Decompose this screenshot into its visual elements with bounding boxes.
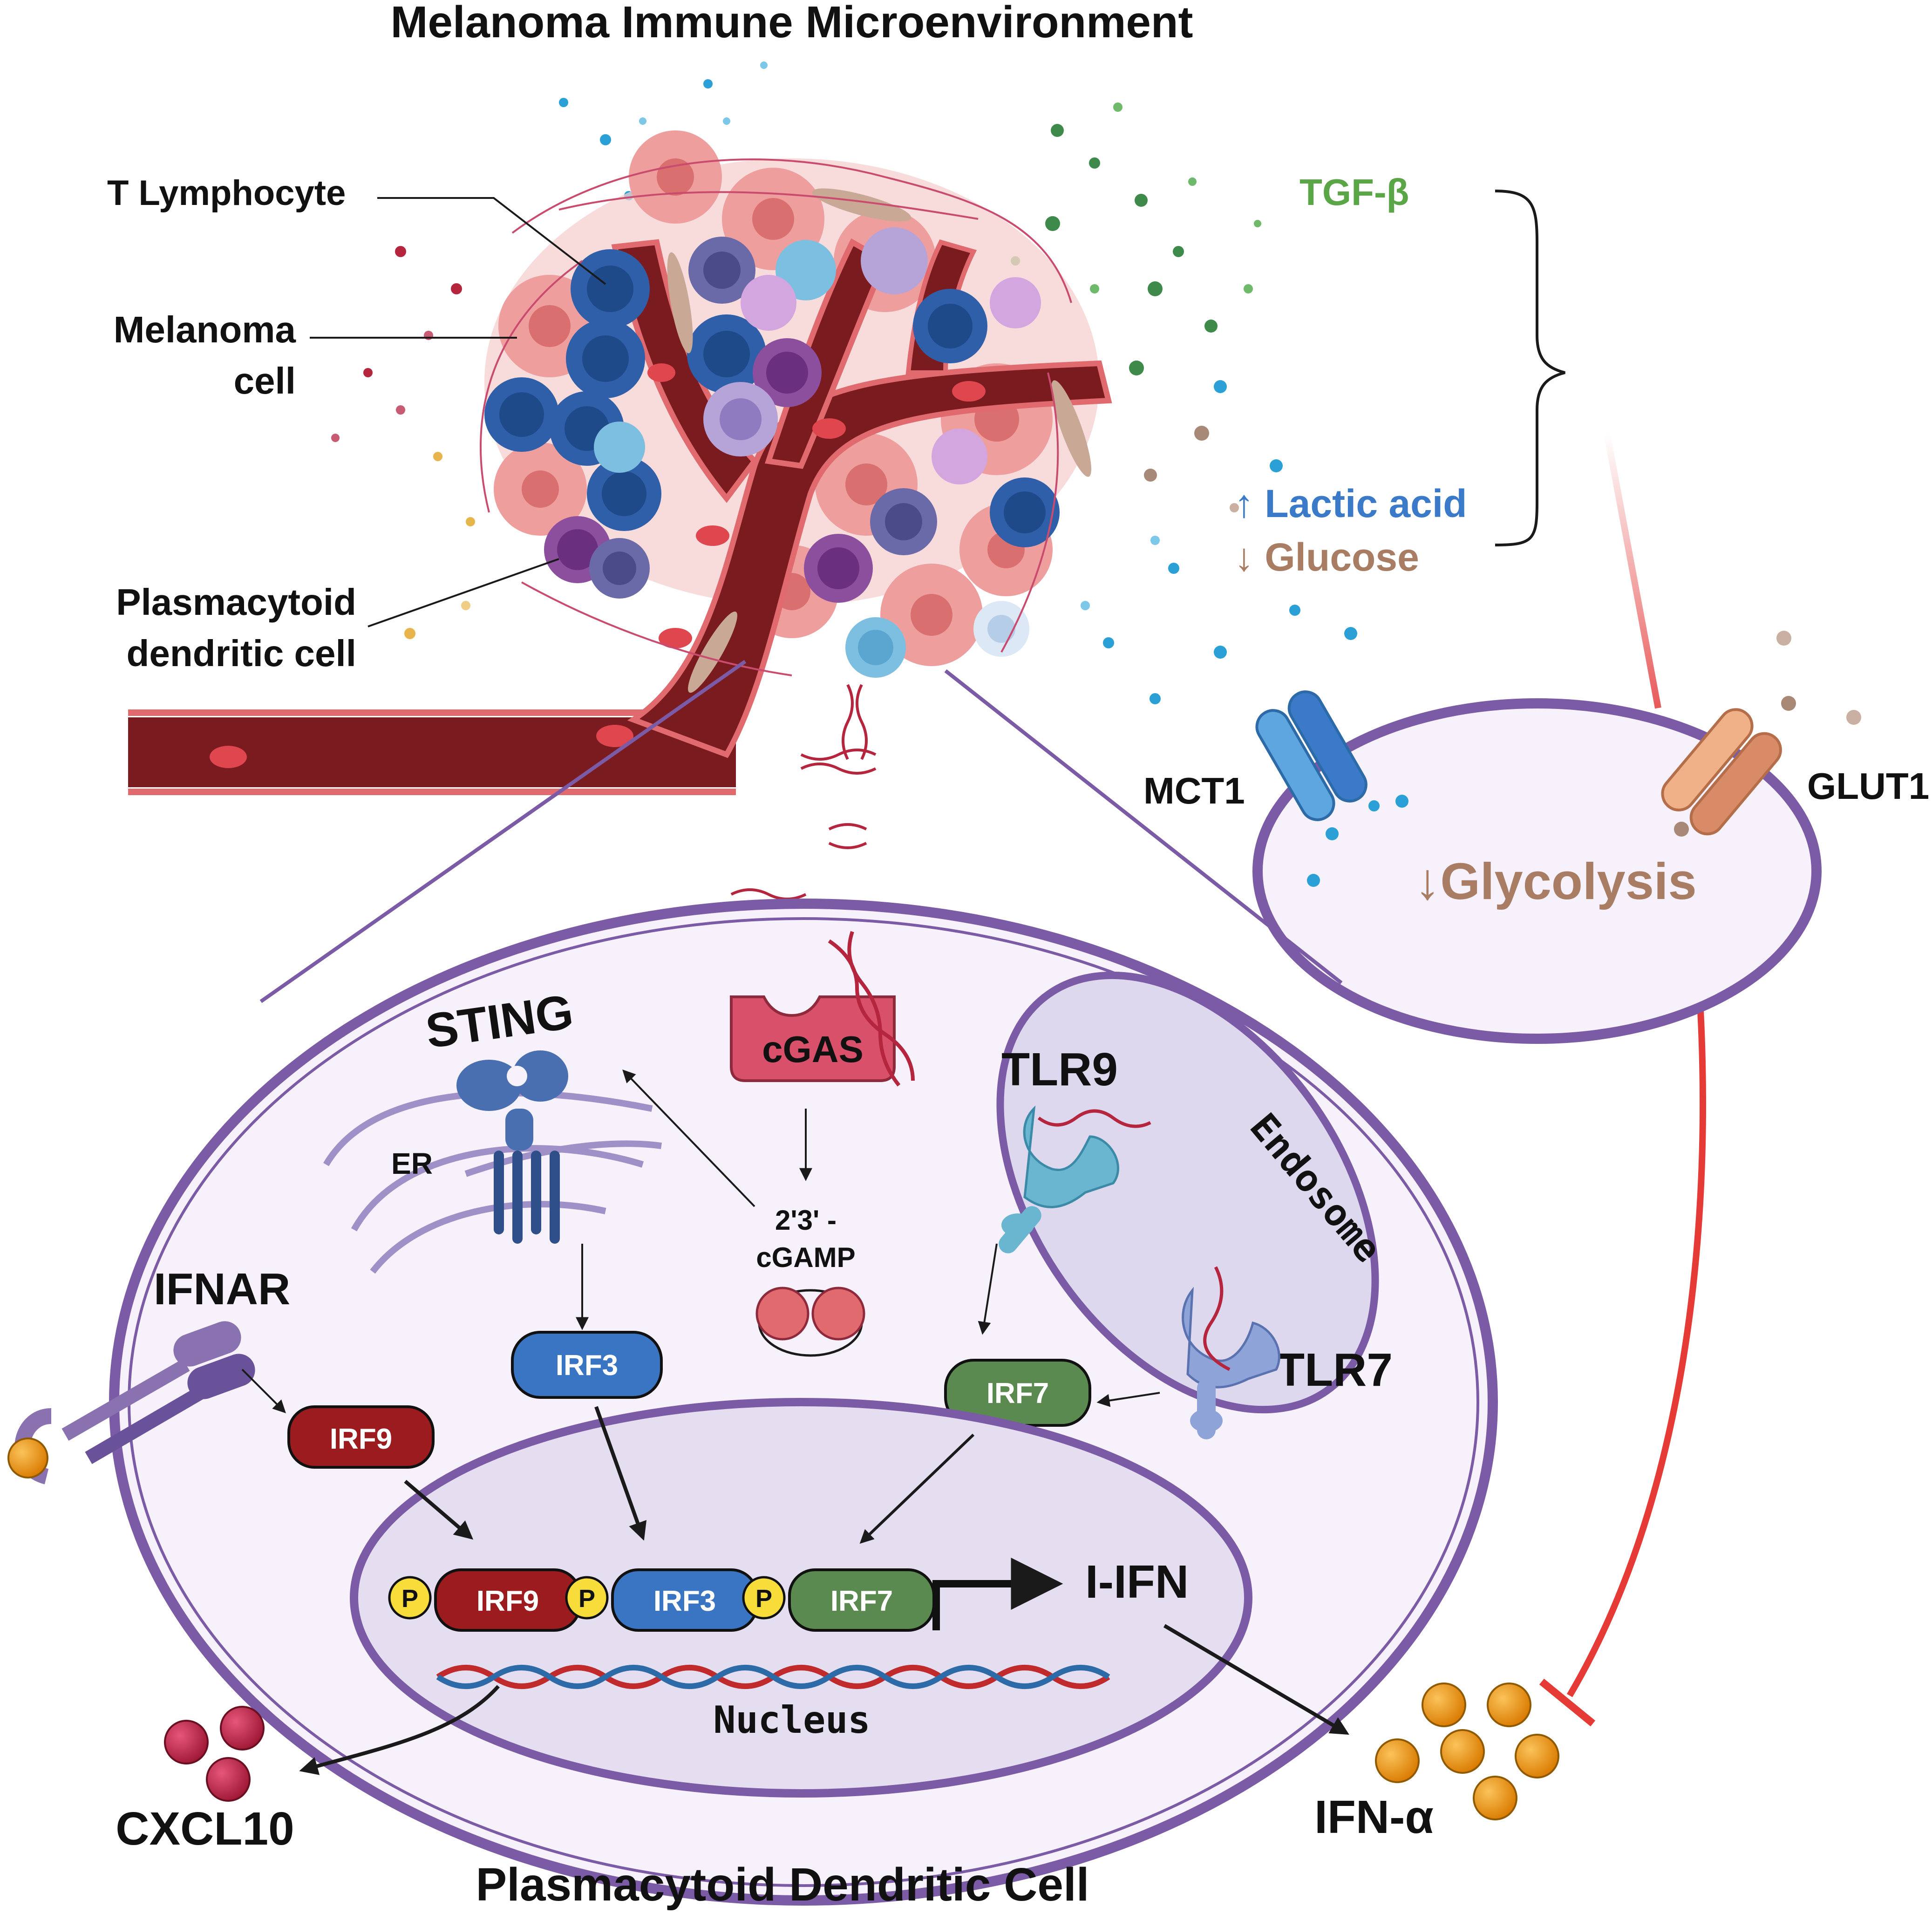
left-secreted-dots — [331, 246, 475, 639]
main-title: Melanoma Immune Microenvironment — [391, 0, 1193, 47]
inhibition-line — [1566, 1001, 1707, 1697]
svg-text:P: P — [755, 1585, 772, 1613]
lactic-acid-label: ↑ Lactic acid — [1234, 482, 1467, 525]
irf9-cyto-label: IRF9 — [330, 1423, 392, 1455]
tgf-beta-label: TGF-β — [1299, 171, 1409, 213]
tlr9-receptor-icon — [999, 1105, 1151, 1253]
factors-brace — [1495, 190, 1565, 546]
irf9-cytoplasm: IRF9 — [287, 1405, 435, 1469]
pdc-cell: Endosome ER STING cGAS — [7, 899, 1498, 1906]
svg-text:P: P — [578, 1585, 595, 1613]
sting-protein-icon — [456, 1050, 568, 1244]
zoom-line-left — [259, 660, 747, 1003]
ifnar-label: IFNAR — [154, 1264, 290, 1314]
inhibition-bar — [1539, 1678, 1596, 1727]
glucose-dots — [1144, 426, 1861, 725]
transcription-start-arrow — [932, 1558, 1063, 1630]
i-ifn-label: I-IFN — [1085, 1556, 1189, 1608]
microenvironment-factors: TGF-β ↑ Lactic acid ↓ Glucose — [1234, 171, 1565, 579]
pathway-arrows — [241, 1069, 1349, 1775]
er-label: ER — [391, 1147, 433, 1180]
tlr7-label: TLR7 — [1276, 1344, 1393, 1396]
t-lymphocyte-leader — [377, 197, 606, 285]
irf7-cyto-label: IRF7 — [986, 1377, 1049, 1410]
cxcl10-molecules — [164, 1706, 265, 1802]
t-lymphocyte-label: T Lymphocyte — [107, 173, 346, 213]
cgamp-label-line2: cGAMP — [756, 1242, 855, 1273]
ifn-alpha-molecules — [1375, 1683, 1559, 1820]
mct1-transporter-icon — [1255, 690, 1367, 821]
blood-vessel — [128, 238, 1112, 795]
glut1-label: GLUT1 — [1807, 765, 1929, 807]
plasmacytoid-dendritic-cells — [544, 227, 1041, 603]
nucleus-label: Nucleus — [713, 1698, 870, 1742]
metabolism-cell: MCT1 GLUT1 ↓Glycolysis — [1143, 690, 1929, 1044]
pdc-label-line1: Plasmacytoid — [116, 581, 356, 623]
tlr9-label: TLR9 — [1001, 1043, 1118, 1096]
phospho-irf-complex: P IRF9 P IRF3 P IRF7 — [388, 1568, 935, 1632]
irf7-nucleus-label: IRF7 — [830, 1585, 893, 1617]
irf3-nucleus-label: IRF3 — [653, 1585, 716, 1617]
brace-connector-fade — [1604, 432, 1661, 709]
melanoma-cell-label-line1: Melanoma — [114, 309, 296, 350]
tlr7-receptor-icon — [1182, 1266, 1280, 1439]
glut1-transporter-icon — [1661, 708, 1782, 836]
irf9-nucleus-label: IRF9 — [476, 1585, 539, 1617]
zoom-line-right — [944, 669, 1343, 985]
irf3-cytoplasm: IRF3 — [511, 1331, 663, 1399]
mct1-label: MCT1 — [1143, 770, 1245, 811]
glycolysis-label: ↓Glycolysis — [1415, 853, 1696, 910]
dna-strand-icon — [828, 931, 915, 1087]
pdc-leader — [367, 558, 559, 627]
pdc-label-line2: dendritic cell — [127, 633, 356, 674]
t-lymphocytes — [484, 240, 1060, 678]
svg-text:P: P — [401, 1585, 418, 1613]
bottom-title: Plasmacytoid Dendritic Cell — [476, 1859, 1089, 1911]
cgamp-label-line1: 2'3' - — [775, 1205, 837, 1236]
dna-double-helix — [436, 1665, 1110, 1689]
cell-labels: T Lymphocyte Melanoma cell Plasmacytoid … — [107, 173, 606, 674]
endosome — [996, 971, 1379, 1414]
irf3-cyto-label: IRF3 — [556, 1349, 618, 1382]
cgas-label: cGAS — [762, 1029, 864, 1070]
fibroblasts — [667, 188, 1091, 693]
ecm-fibers — [479, 158, 1072, 676]
cgamp-molecule-icon — [755, 1287, 865, 1357]
tumor-microenvironment — [128, 61, 1861, 795]
dna-fragments — [730, 684, 877, 914]
ifnar-receptor-icon — [7, 1321, 255, 1485]
ifn-alpha-label: IFN-α — [1314, 1791, 1434, 1843]
melanoma-cell-label-line2: cell — [234, 360, 296, 402]
irf7-cytoplasm: IRF7 — [944, 1359, 1091, 1427]
glucose-label: ↓ Glucose — [1234, 535, 1419, 579]
cxcl10-label: CXCL10 — [116, 1803, 294, 1855]
